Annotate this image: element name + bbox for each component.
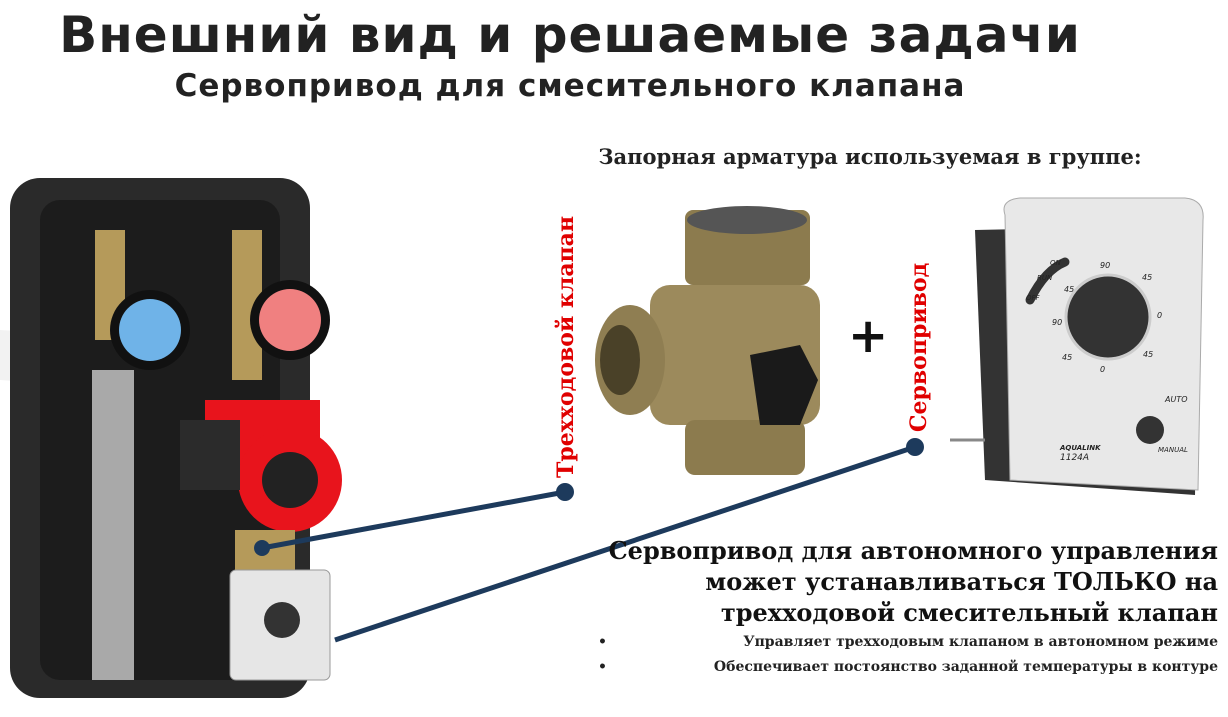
actuator-label: Сервопривод bbox=[906, 262, 932, 432]
switch-on: ON bbox=[1050, 259, 1062, 267]
bullet-text: Обеспечивает постоянство заданной темпер… bbox=[713, 659, 1218, 675]
dial-mark: 45 bbox=[1062, 353, 1072, 362]
actuator-connector-line bbox=[334, 444, 916, 643]
note-block: Сервопривод для автономного управления м… bbox=[578, 535, 1218, 628]
actuator-connector-dot bbox=[906, 438, 924, 456]
bullet-item: •Обеспечивает постоянство заданной темпе… bbox=[578, 655, 1218, 680]
dial-mark: 90 bbox=[1100, 261, 1110, 270]
three-way-valve-image bbox=[595, 206, 820, 475]
dial-mark: 0 bbox=[1157, 311, 1162, 320]
bullet-text: Управляет трехходовым клапаном в автоном… bbox=[743, 634, 1218, 650]
plus-sign: + bbox=[848, 308, 889, 364]
bullet-item: •Управляет трехходовым клапаном в автоно… bbox=[578, 630, 1218, 655]
bullet-list: •Управляет трехходовым клапаном в автоно… bbox=[578, 630, 1218, 680]
dial-mark: 45 bbox=[1143, 350, 1153, 359]
valve-connector-line bbox=[261, 489, 566, 551]
model-label: 1124A bbox=[1060, 453, 1089, 463]
slide-title: Внешний вид и решаемые задачи bbox=[59, 6, 1081, 64]
valve-connector-dot-start bbox=[254, 540, 270, 556]
switch-run: RUN bbox=[1037, 274, 1053, 282]
pump-group-image bbox=[10, 178, 342, 698]
manual-label: MANUAL bbox=[1158, 446, 1188, 454]
note-line: может устанавливаться ТОЛЬКО на bbox=[705, 567, 1218, 596]
servo-actuator-image: OFF RUN ON 90 45 0 45 0 45 90 45 AUTO MA… bbox=[950, 197, 1204, 495]
slide-subtitle: Сервопривод для смесительного клапана bbox=[174, 68, 966, 104]
valve-label: Трехходовой клапан bbox=[553, 215, 579, 478]
section-header: Запорная арматура используемая в группе: bbox=[598, 144, 1142, 169]
valve-connector-dot bbox=[556, 483, 574, 501]
brand-label: AQUALINK bbox=[1059, 444, 1101, 452]
dial-mark: 90 bbox=[1052, 318, 1062, 327]
auto-label: AUTO bbox=[1164, 395, 1188, 404]
dial-mark: 0 bbox=[1100, 365, 1105, 374]
note-line: трехходовой смесительный клапан bbox=[720, 598, 1218, 627]
note-line: Сервопривод для автономного управления bbox=[608, 536, 1218, 565]
dial-mark: 45 bbox=[1142, 273, 1152, 282]
dial-mark: 45 bbox=[1064, 285, 1074, 294]
switch-off: OFF bbox=[1026, 294, 1041, 302]
